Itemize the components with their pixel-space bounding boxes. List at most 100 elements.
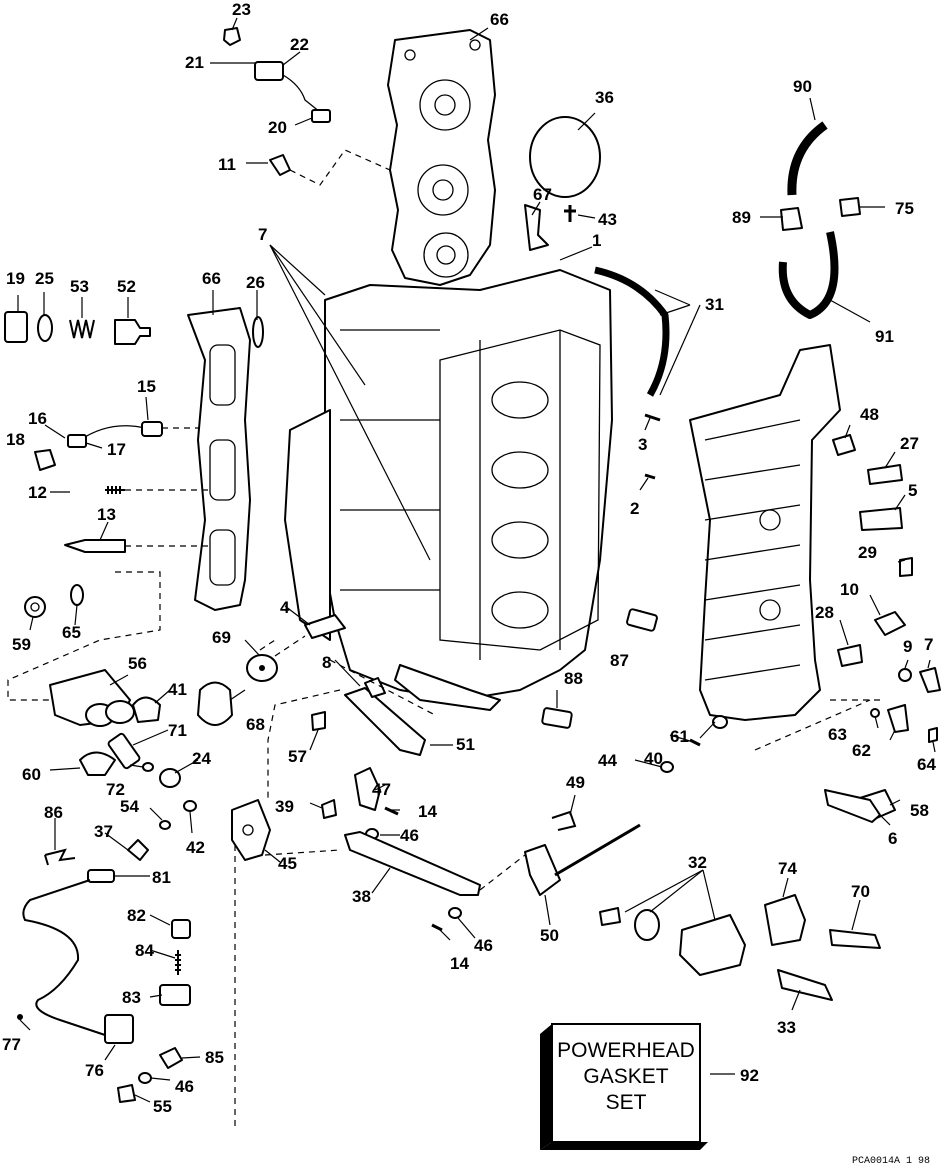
- callout-72: 72: [106, 780, 125, 799]
- callout-54: 54: [120, 797, 139, 816]
- callout-5: 5: [908, 481, 917, 500]
- callout-56: 56: [128, 654, 147, 673]
- callout-9: 9: [903, 637, 912, 656]
- callout-87: 87: [610, 651, 629, 670]
- callout-50: 50: [540, 926, 559, 945]
- callout-7-top: 7: [258, 225, 267, 244]
- exhaust-cover-gasket-part: [187, 307, 251, 611]
- callout-46-bottom: 46: [175, 1077, 194, 1096]
- callout-40: 40: [644, 749, 663, 768]
- callout-91: 91: [875, 327, 894, 346]
- callout-92: 92: [740, 1066, 759, 1085]
- callout-70: 70: [851, 882, 870, 901]
- callout-90: 90: [793, 77, 812, 96]
- callout-27: 27: [900, 434, 919, 453]
- callout-49: 49: [566, 773, 585, 792]
- callout-17: 17: [107, 440, 126, 459]
- callout-82: 82: [127, 906, 146, 925]
- cylinder-block-part: [284, 269, 613, 711]
- callout-labels: 23 66 22 21 36 90 20 11 67 89 75 43 7 1 …: [2, 0, 936, 1116]
- callout-66-top: 66: [490, 10, 509, 29]
- callout-11: 11: [218, 155, 236, 174]
- callout-20: 20: [268, 118, 287, 137]
- callout-77: 77: [2, 1035, 21, 1054]
- callout-46-mid: 46: [400, 826, 419, 845]
- leader-lines: [7, 17, 936, 1130]
- gasket-box-line-1: POWERHEAD: [557, 1039, 695, 1062]
- callout-86: 86: [44, 803, 63, 822]
- callout-43: 43: [598, 210, 617, 229]
- callout-66-left: 66: [202, 269, 221, 288]
- callout-65: 65: [62, 623, 81, 642]
- callout-28: 28: [815, 603, 834, 622]
- callout-4: 4: [280, 598, 290, 617]
- callout-58: 58: [910, 801, 929, 820]
- callout-21: 21: [185, 53, 204, 72]
- small-parts: [4, 27, 941, 1103]
- callout-59: 59: [12, 635, 31, 654]
- callout-53: 53: [70, 277, 89, 296]
- figure-code: PCA0014A 1 98: [852, 1156, 930, 1167]
- callout-68: 68: [246, 715, 265, 734]
- callout-61: 61: [670, 727, 689, 746]
- callout-2: 2: [630, 499, 639, 518]
- callout-52: 52: [117, 277, 136, 296]
- callout-44: 44: [598, 751, 617, 770]
- callout-39: 39: [275, 797, 294, 816]
- callout-89: 89: [732, 208, 751, 227]
- callout-19: 19: [6, 269, 25, 288]
- callout-62: 62: [852, 741, 871, 760]
- callout-12: 12: [28, 483, 47, 502]
- callout-42: 42: [186, 838, 205, 857]
- crankcase-cover-part: [689, 344, 841, 721]
- callout-55: 55: [153, 1097, 172, 1116]
- callout-71: 71: [168, 721, 187, 740]
- callout-10: 10: [840, 580, 859, 599]
- o-ring-part: [529, 116, 601, 198]
- cylinder-head-gasket-part: [387, 29, 496, 286]
- callout-33: 33: [777, 1018, 796, 1037]
- callout-57: 57: [288, 747, 307, 766]
- callout-83: 83: [122, 988, 141, 1007]
- callout-51: 51: [456, 735, 475, 754]
- callout-47: 47: [372, 780, 391, 799]
- callout-69: 69: [212, 628, 231, 647]
- callout-16: 16: [28, 409, 47, 428]
- callout-15: 15: [137, 377, 156, 396]
- callout-3: 3: [638, 435, 647, 454]
- gasket-box-line-3: SET: [606, 1091, 647, 1114]
- callout-18: 18: [6, 430, 25, 449]
- callout-32: 32: [688, 853, 707, 872]
- callout-37: 37: [94, 822, 113, 841]
- callout-45: 45: [278, 854, 297, 873]
- callout-88: 88: [564, 669, 583, 688]
- callout-23: 23: [232, 0, 251, 19]
- callout-46-right: 46: [474, 936, 493, 955]
- callout-8: 8: [322, 653, 331, 672]
- callout-64: 64: [917, 755, 936, 774]
- callout-36: 36: [595, 88, 614, 107]
- callout-67: 67: [533, 185, 552, 204]
- callout-41: 41: [168, 680, 187, 699]
- callout-14-mid: 14: [418, 802, 437, 821]
- callout-1: 1: [592, 231, 601, 250]
- callout-63: 63: [828, 725, 847, 744]
- callout-38: 38: [352, 887, 371, 906]
- callout-75: 75: [895, 199, 914, 218]
- callout-6: 6: [888, 829, 897, 848]
- callout-81: 81: [152, 868, 171, 887]
- powerhead-gasket-set-box: POWERHEAD GASKET SET: [540, 1023, 708, 1150]
- callout-74: 74: [778, 859, 797, 878]
- callout-85: 85: [205, 1048, 224, 1067]
- callout-84: 84: [135, 941, 154, 960]
- callout-76: 76: [85, 1061, 104, 1080]
- hoses-part: [594, 121, 839, 397]
- callout-25: 25: [35, 269, 54, 288]
- callout-60: 60: [22, 765, 41, 784]
- callout-26: 26: [246, 273, 265, 292]
- callout-24: 24: [192, 749, 211, 768]
- callout-31: 31: [705, 295, 724, 314]
- callout-7-right: 7: [924, 635, 933, 654]
- callout-29: 29: [858, 543, 877, 562]
